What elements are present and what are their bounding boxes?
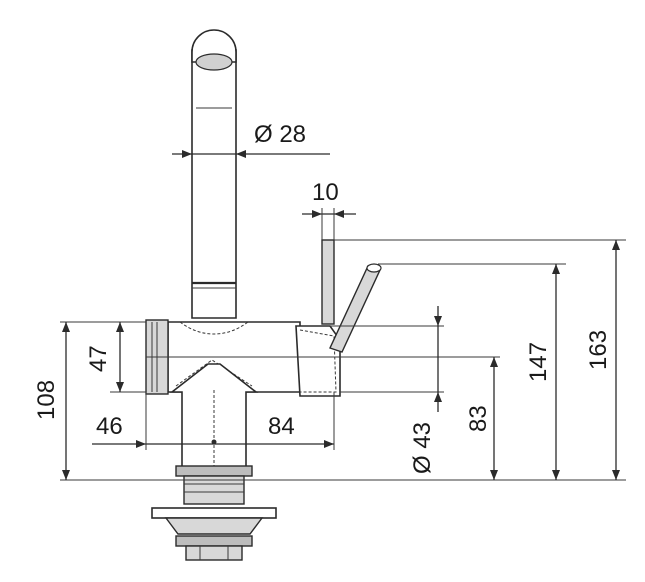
arrow-163-bottom: [612, 470, 620, 480]
label-lever-width: 10: [312, 179, 339, 206]
arrow-108-bottom: [62, 470, 70, 480]
arrow-43-top: [434, 316, 442, 326]
dimension-labels: Ø 28 10 47 108 46 84 Ø 43 83 147 163: [33, 121, 612, 474]
label-body-diameter: Ø 43: [409, 422, 436, 474]
arrow-147-bottom: [552, 470, 560, 480]
base-flange: [175, 465, 253, 477]
lever-handle-tip: [366, 263, 382, 273]
dimension-lines: [60, 150, 626, 481]
arrow-84-right: [324, 440, 334, 448]
label-total-body-height: 108: [33, 380, 60, 420]
label-lever-height: 147: [525, 342, 552, 382]
label-spout-diameter: Ø 28: [254, 121, 306, 148]
cartridge-housing: [295, 325, 341, 397]
mounting-bracket: [164, 517, 264, 535]
label-body-height: 47: [85, 345, 112, 372]
arrow-47-bottom: [116, 382, 124, 392]
arrow-43-bottom: [434, 392, 442, 402]
arrow-lever-right: [334, 210, 344, 218]
arrow-83-bottom: [490, 470, 498, 480]
threaded-shank: [183, 475, 245, 505]
arrow-83-top: [490, 357, 498, 367]
arrow-46-left: [136, 440, 146, 448]
bottom-nut: [185, 545, 243, 561]
arrow-spout-left: [182, 150, 192, 158]
label-body-center-height: 83: [465, 405, 492, 432]
spout-tube: [191, 49, 237, 319]
internal-passage-2: [175, 359, 253, 387]
label-left-offset: 46: [96, 413, 123, 440]
spout-cap: [191, 29, 237, 63]
arrow-lever-left: [312, 210, 322, 218]
label-right-offset: 84: [268, 413, 295, 440]
internal-passage-1: [179, 321, 249, 335]
arrow-147-top: [552, 264, 560, 274]
arrow-spout-right: [236, 150, 246, 158]
center-mark: [211, 439, 217, 445]
lever-pin: [321, 239, 335, 325]
label-total-height: 163: [585, 330, 612, 370]
mounting-plate: [151, 507, 277, 519]
arrow-108-top: [62, 322, 70, 332]
arrow-163-top: [612, 240, 620, 250]
lower-nut: [175, 535, 253, 547]
lever-handle: [329, 265, 381, 353]
cartridge-dashed-outline: [299, 329, 337, 393]
spout-outlet: [195, 53, 233, 71]
arrow-47-top: [116, 322, 124, 332]
